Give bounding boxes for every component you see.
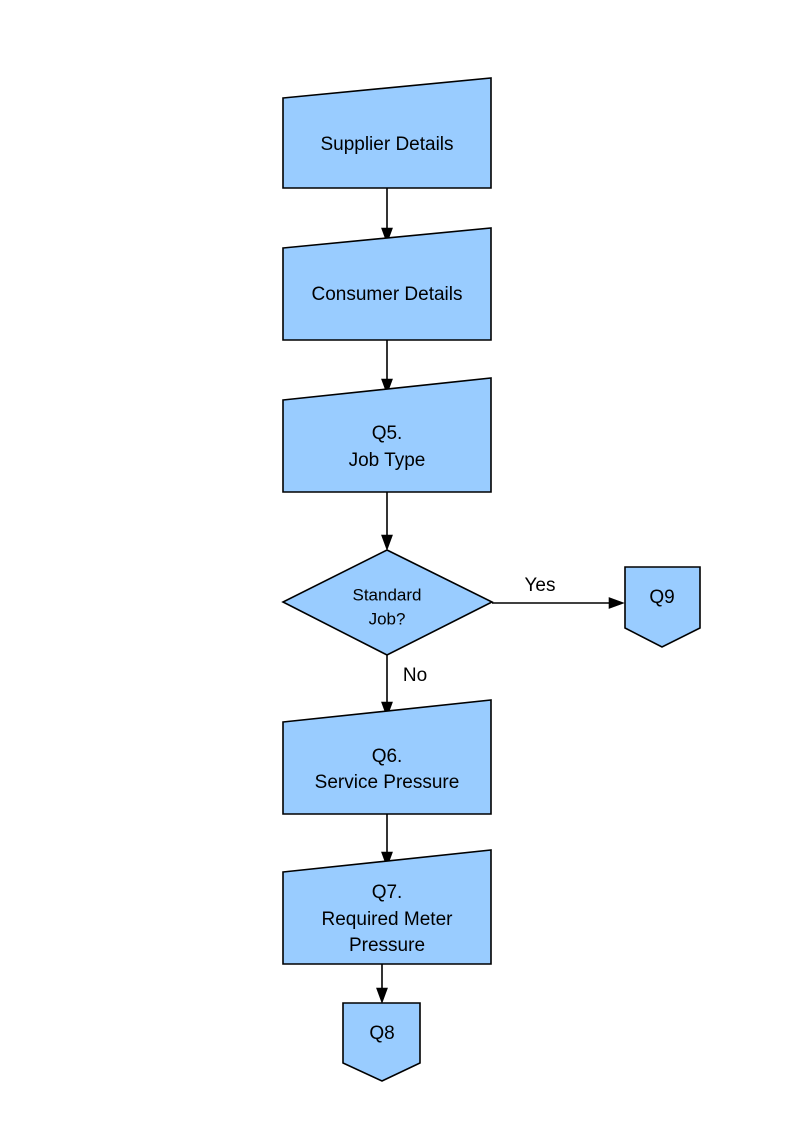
- node-q8-connector[interactable]: Q8: [342, 1002, 421, 1082]
- q7-required-meter-pressure-shape[interactable]: [282, 849, 492, 965]
- edge-label-no: No: [403, 665, 427, 686]
- node-consumer-details[interactable]: Consumer Details: [282, 227, 492, 341]
- supplier-details-label: Supplier Details: [320, 134, 453, 155]
- q5-job-type-label-line1: Q5.: [372, 423, 403, 444]
- q8-connector-label: Q8: [369, 1023, 394, 1044]
- edge-decision-to-q9: [492, 597, 625, 609]
- edge-decision-to-q6: [381, 655, 393, 718]
- node-q6-service-pressure[interactable]: Q6. Service Pressure: [282, 699, 492, 815]
- standard-job-decision-label-line1: Standard: [353, 585, 422, 604]
- q9-connector-label: Q9: [649, 587, 674, 608]
- q6-service-pressure-label-line1: Q6.: [372, 746, 403, 767]
- q7-required-meter-pressure-label-line3: Pressure: [349, 935, 425, 956]
- edge-q5-to-decision: [381, 492, 393, 551]
- edge-consumer-to-q5: [381, 340, 393, 395]
- q7-required-meter-pressure-label-line2: Required Meter: [322, 909, 454, 930]
- q5-job-type-shape[interactable]: [282, 377, 492, 493]
- edge-label-yes: Yes: [525, 575, 556, 596]
- node-q5-job-type[interactable]: Q5. Job Type: [282, 377, 492, 493]
- node-supplier-details[interactable]: Supplier Details: [282, 77, 492, 189]
- supplier-details-shape[interactable]: [282, 77, 492, 189]
- node-q9-connector[interactable]: Q9: [624, 566, 701, 648]
- edge-supplier-to-consumer: [381, 188, 393, 244]
- q6-service-pressure-label-line2: Service Pressure: [315, 772, 460, 793]
- standard-job-decision-shape[interactable]: [281, 549, 494, 656]
- q8-connector-shape[interactable]: [342, 1002, 421, 1082]
- q9-connector-shape[interactable]: [624, 566, 701, 648]
- standard-job-decision-label-line2: Job?: [369, 609, 406, 628]
- edge-q7-to-q8: [376, 964, 388, 1004]
- node-standard-job-decision[interactable]: Standard Job?: [281, 549, 494, 656]
- consumer-details-label: Consumer Details: [312, 284, 463, 305]
- node-q7-required-meter-pressure[interactable]: Q7. Required Meter Pressure: [282, 849, 492, 965]
- q5-job-type-label-line2: Job Type: [349, 450, 426, 471]
- consumer-details-shape[interactable]: [282, 227, 492, 341]
- edge-q6-to-q7: [381, 814, 393, 868]
- q7-required-meter-pressure-label-line1: Q7.: [372, 882, 403, 903]
- q6-service-pressure-shape[interactable]: [282, 699, 492, 815]
